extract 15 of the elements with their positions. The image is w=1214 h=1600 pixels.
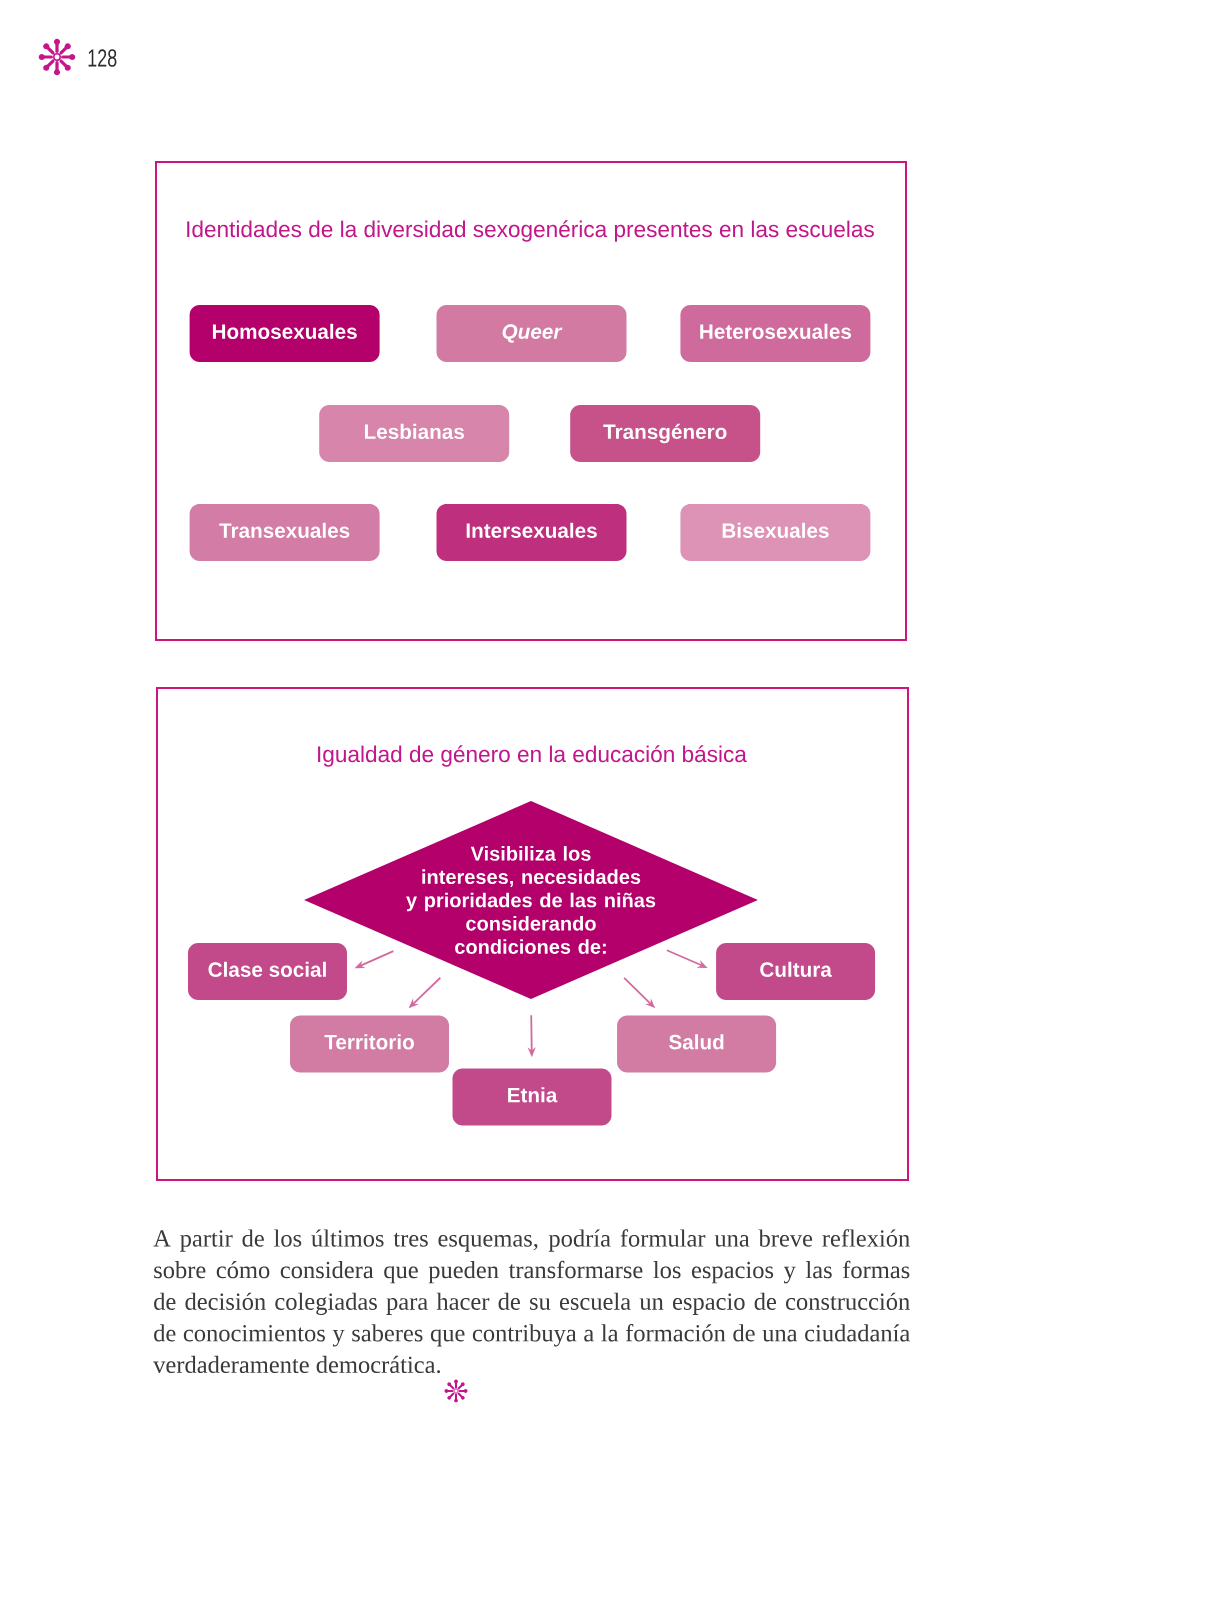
category-box: Transexuales [189,504,380,561]
category-box: Heterosexuales [680,305,871,362]
body-paragraph: A partir de los últimos tres esquemas, podría formular una breve reflexión sobre cómo considera que pueden transformarse los espacios y las formas de decisión colegiadas para hacer de su escuela un espacio de construcción de conocimientos y saberes que contribuya a la formación de una ciudadanía verdaderamente democrática. [153,1229,910,1374]
category-box: Homosexuales [189,305,380,362]
page-number: 128 [88,49,117,67]
category-box: Etnia [452,1068,612,1126]
category-box: Intersexuales [436,504,627,561]
category-box: Clase social [188,943,347,1000]
category-box: Lesbianas [319,405,510,463]
category-box: Queer [436,305,627,362]
category-box: Salud [617,1015,777,1073]
category-box: Bisexuales [680,504,871,561]
category-box: Territorio [290,1015,449,1073]
category-box: Cultura [716,943,876,1000]
category-box: Transgénero [570,405,761,463]
